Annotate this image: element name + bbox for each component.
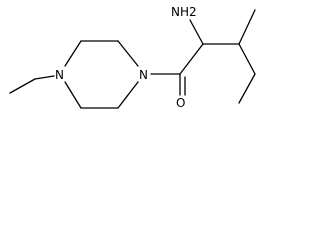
bond-alpha-amine: [189, 19, 204, 45]
bond-beta-ch2: [238, 43, 256, 75]
bond-ethyl-ch3: [9, 78, 36, 94]
bond-carbonyl-alpha: [179, 43, 204, 75]
bond-ring-6: [64, 81, 82, 109]
piperazine-n-right-label: N: [139, 68, 148, 82]
carbonyl-oxygen-label: O: [176, 96, 185, 110]
bond-beta-methyl: [238, 9, 256, 45]
bond-ethyl-ch2: [34, 75, 55, 80]
bond-ring-1: [64, 40, 82, 67]
amine-label: NH2: [171, 5, 197, 19]
piperazine-n-left-label: N: [55, 68, 64, 82]
bond-ring-3: [117, 40, 139, 67]
structure-diagram: N N O NH2: [9, 5, 256, 110]
bond-ring-4: [117, 81, 139, 109]
bond-ch2-ch3: [238, 73, 256, 104]
